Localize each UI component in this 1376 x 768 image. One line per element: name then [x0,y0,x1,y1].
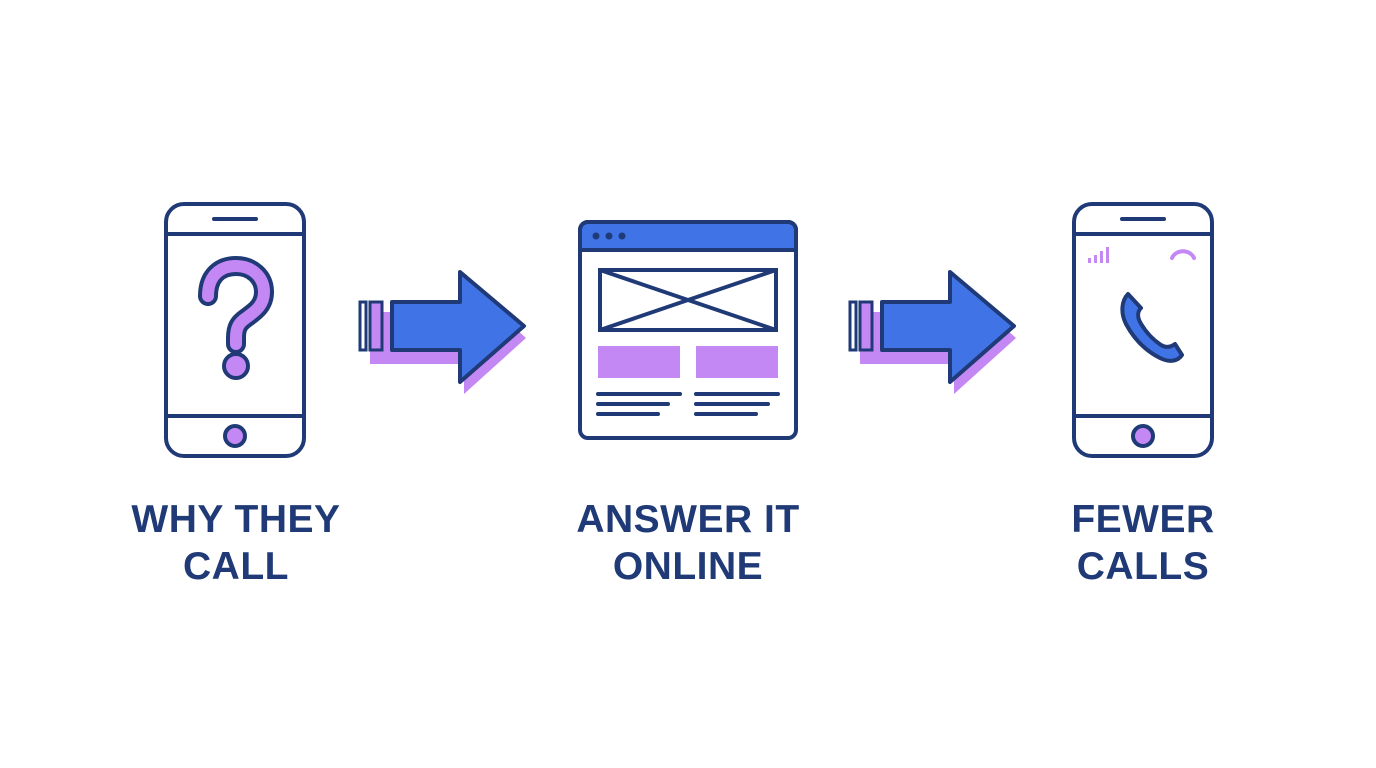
hang-up-icon [1170,249,1196,260]
caption-line: ANSWER IT [576,498,800,541]
caption-line: FEWER [1071,498,1215,541]
smartphone-question-icon [160,198,310,462]
step-caption-answer-it-online: ANSWER IT ONLINE [528,496,848,590]
question-mark-icon [198,256,274,380]
smartphone-call-icon [1068,198,1218,462]
step-caption-fewer-calls: FEWER CALLS [983,496,1303,590]
arrow-right-icon [842,264,1026,394]
step-caption-why-they-call: WHY THEY CALL [76,496,396,590]
browser-webpage-icon [576,218,800,442]
arrow-right-icon [352,264,536,394]
caption-line: WHY THEY [131,498,341,541]
phone-handset-icon [1120,292,1184,363]
image-placeholder-icon [598,268,778,332]
caption-line: ONLINE [612,545,764,588]
caption-line: CALLS [1076,545,1210,588]
signal-strength-icon [1088,247,1109,263]
caption-line: CALL [183,545,289,588]
